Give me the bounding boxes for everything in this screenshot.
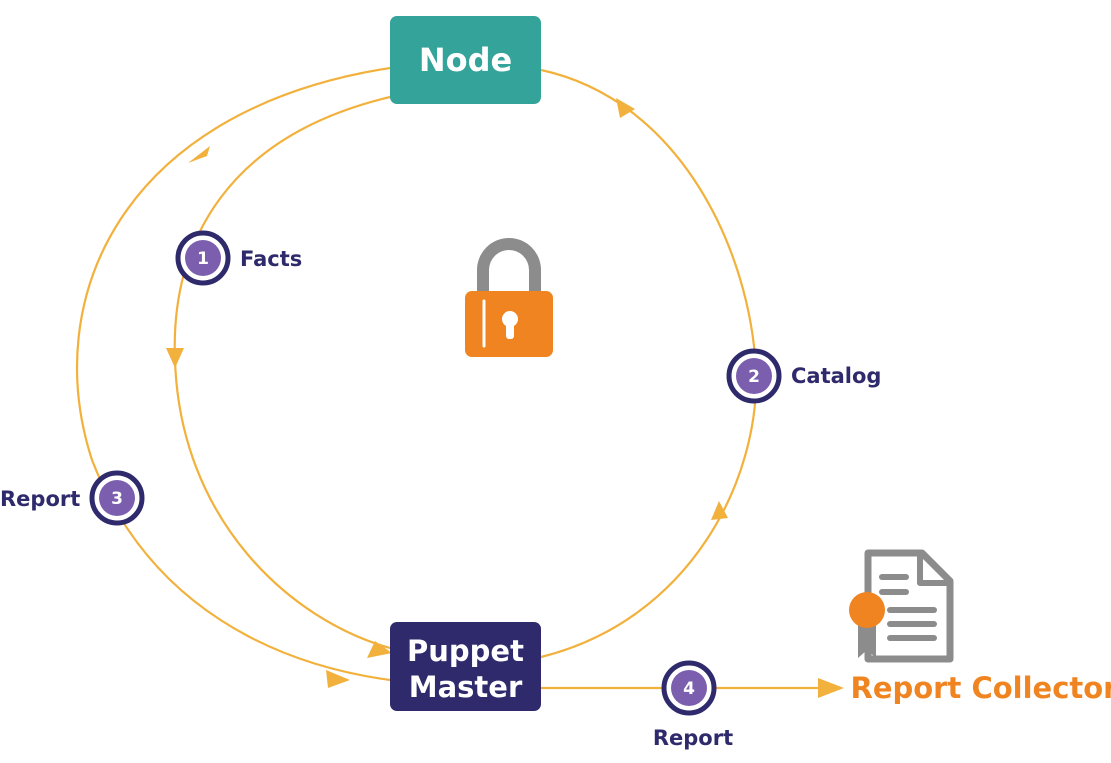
arrowhead-catalog-node bbox=[616, 98, 635, 118]
step-3-badge: 3 bbox=[89, 470, 145, 526]
step-2-badge: 2 bbox=[726, 348, 782, 404]
step-3-label: Report bbox=[0, 487, 80, 511]
arrowhead-report-upper bbox=[188, 146, 210, 163]
catalog-path-right bbox=[540, 68, 758, 659]
step-4-badge: 4 bbox=[661, 660, 717, 716]
arrowhead-facts-down bbox=[166, 348, 184, 368]
arrowhead-collector bbox=[818, 678, 844, 698]
node-label: Node bbox=[419, 41, 512, 79]
step-2-number: 2 bbox=[748, 367, 760, 387]
step-1-label: Facts bbox=[240, 247, 302, 271]
master-label-line2: Master bbox=[409, 670, 523, 704]
arrowhead-facts-master bbox=[367, 641, 392, 658]
report-path-outer bbox=[75, 66, 391, 682]
step-1-number: 1 bbox=[197, 249, 209, 269]
step-4-label: Report bbox=[653, 726, 733, 750]
step-1-badge: 1 bbox=[175, 230, 231, 286]
node-box: Node bbox=[390, 16, 541, 104]
master-label-line1: Puppet bbox=[407, 634, 524, 668]
step-2-label: Catalog bbox=[791, 364, 881, 388]
arrowhead-catalog-up bbox=[711, 501, 728, 520]
arrowhead-report-master bbox=[326, 670, 350, 688]
certificate-document-icon bbox=[849, 549, 954, 663]
lock-icon bbox=[465, 238, 553, 357]
puppet-master-box: Puppet Master bbox=[390, 622, 541, 711]
report-collector-label: Report Collector bbox=[851, 671, 1111, 705]
facts-path-inner bbox=[173, 95, 391, 650]
step-3-number: 3 bbox=[111, 489, 123, 509]
step-4-number: 4 bbox=[683, 679, 695, 699]
